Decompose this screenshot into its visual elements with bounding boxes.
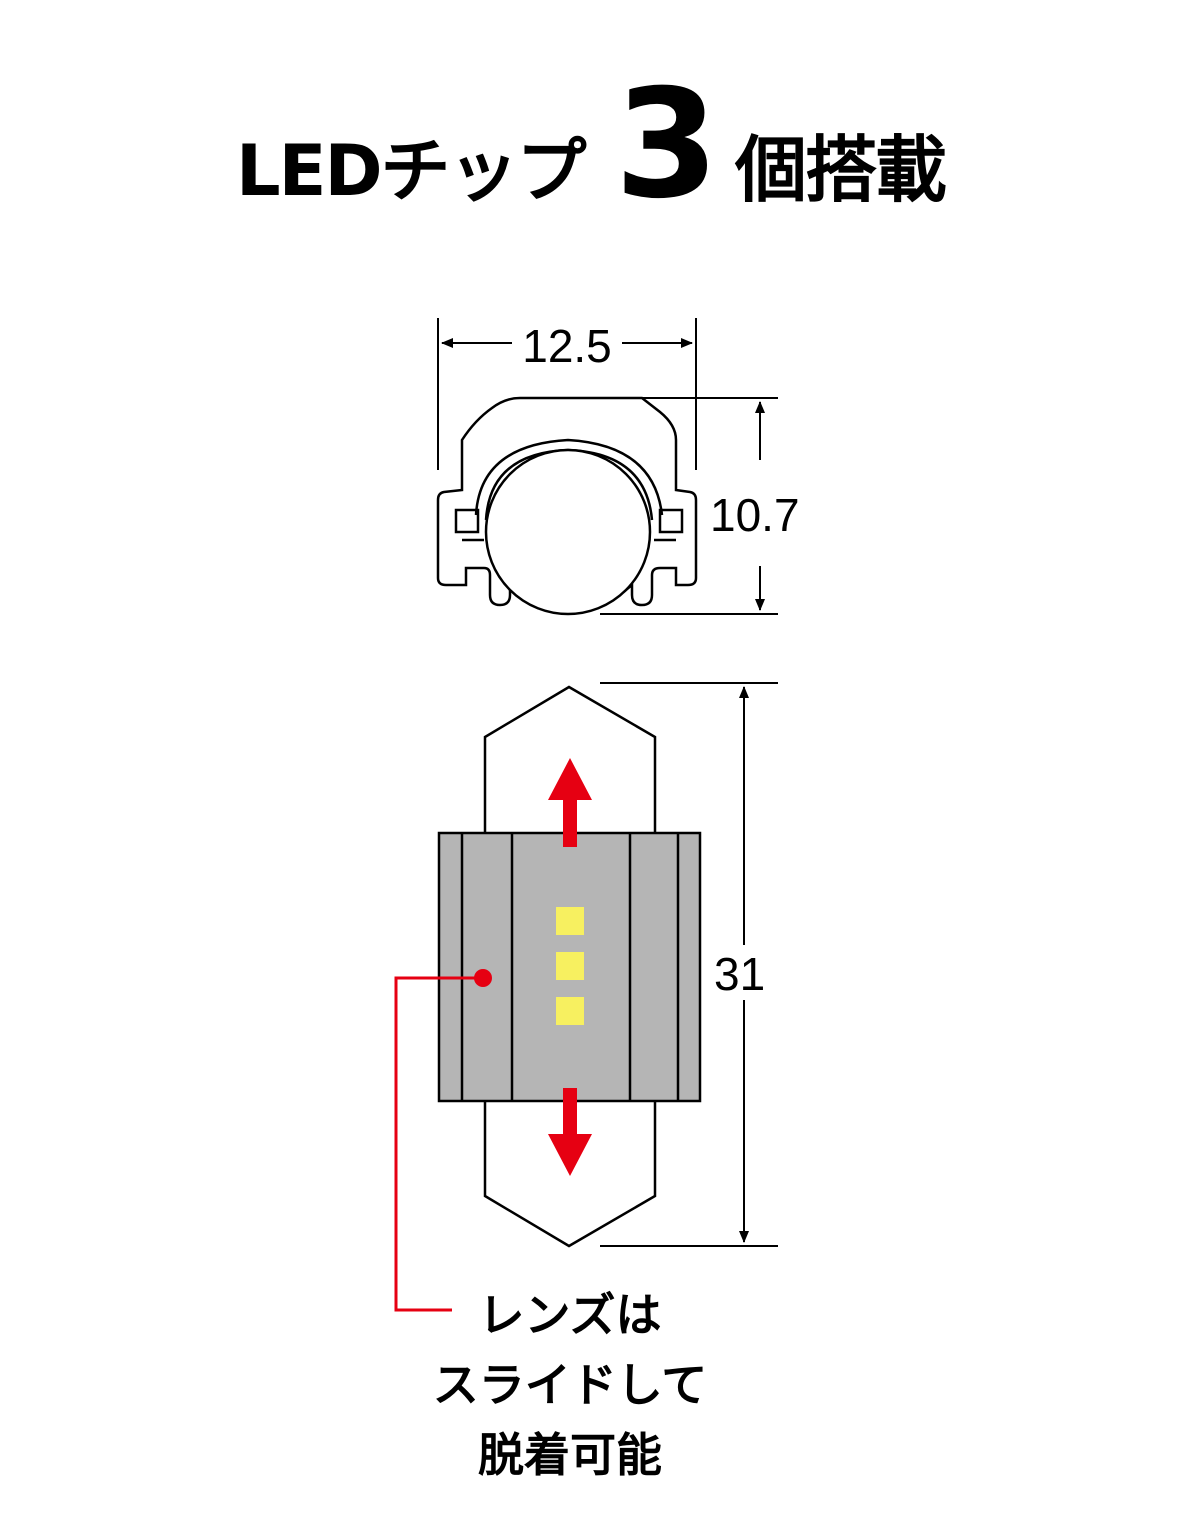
width-label: 12.5 (522, 320, 612, 372)
socket-ring (474, 438, 664, 516)
led-chip-2 (556, 952, 584, 980)
slide-arrow-up (548, 758, 592, 847)
right-tab (658, 508, 684, 534)
led-chip-3 (556, 997, 584, 1025)
height-label: 10.7 (710, 489, 800, 541)
slide-arrow-down (548, 1088, 592, 1176)
page-title: LEDチップ 3 個搭載 (0, 70, 1181, 220)
note-line-2: スライドして (432, 1358, 708, 1412)
lens-circle (484, 448, 652, 616)
led-chip-1 (556, 907, 584, 935)
note-line-1: レンズは (478, 1288, 662, 1342)
note-line-3: 脱着可能 (478, 1428, 662, 1482)
lens-note: レンズは スライドして 脱着可能 (420, 1280, 720, 1490)
leader-line (394, 976, 483, 1312)
length-label: 31 (714, 948, 765, 1000)
title-number: 3 (614, 58, 719, 232)
socket-holder-outline (436, 396, 698, 614)
title-prefix: LEDチップ (236, 130, 587, 212)
left-tab (454, 508, 480, 534)
title-suffix: 個搭載 (734, 128, 947, 212)
end-view (436, 318, 778, 616)
